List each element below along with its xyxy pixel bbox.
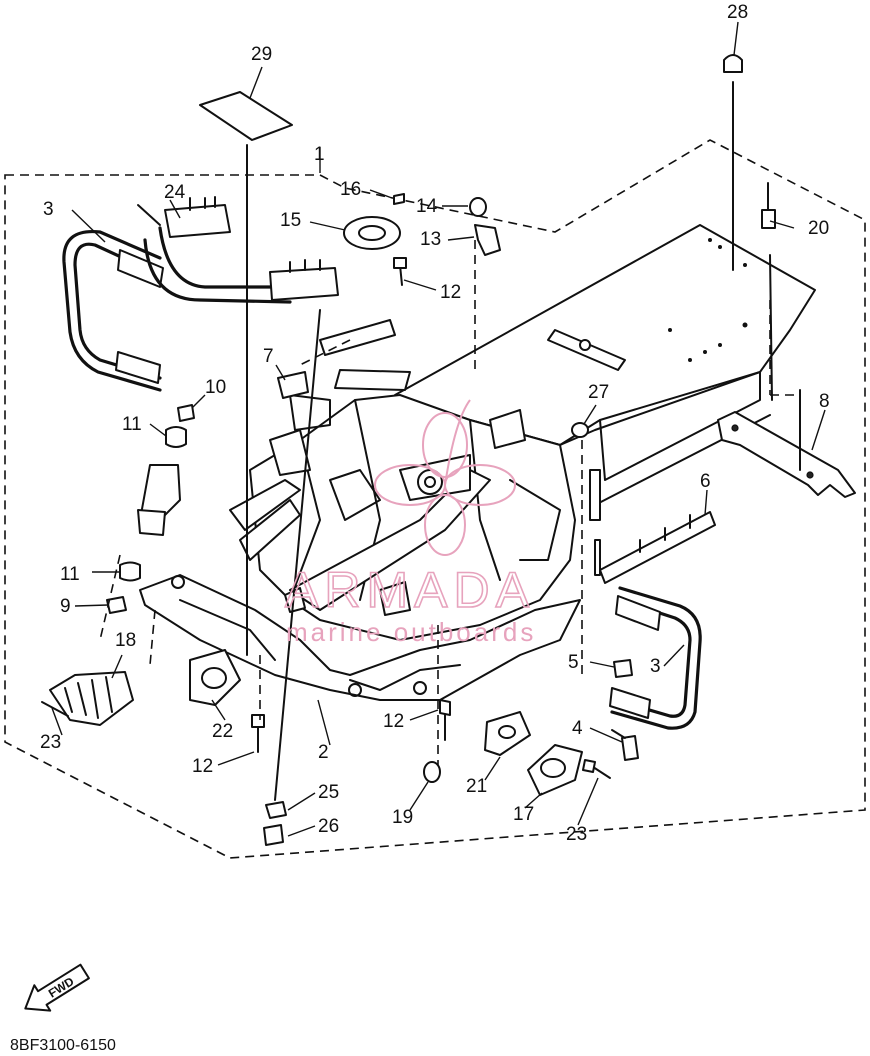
pivot-bar — [137, 196, 339, 304]
callout-4: 4 — [572, 718, 583, 739]
callout-12-center: 12 — [383, 711, 404, 732]
alignment-lines — [99, 240, 800, 765]
callout-12-top: 12 — [440, 282, 461, 303]
callout-13: 13 — [420, 229, 441, 250]
callout-11-top: 11 — [122, 414, 142, 435]
bushing-11-top — [165, 426, 187, 448]
bracket-8 — [717, 411, 856, 498]
screw-23-left — [41, 701, 69, 717]
callout-labels: 29 28 1 16 14 13 15 24 3 20 12 7 10 11 2… — [40, 2, 830, 845]
bushing-10 — [177, 404, 195, 422]
fwd-arrow: FWD — [24, 963, 90, 1012]
plate-21 — [484, 711, 531, 756]
bracket-6 — [599, 511, 716, 584]
callout-11-bottom: 11 — [60, 564, 80, 585]
assembly-boundary — [4, 139, 866, 859]
disc-15 — [343, 216, 401, 250]
callout-20: 20 — [808, 218, 829, 239]
clamp-post-left — [137, 464, 181, 536]
callout-14: 14 — [416, 196, 438, 217]
bushing-27 — [571, 422, 589, 438]
callout-23-right: 23 — [566, 824, 587, 845]
handle-left — [62, 229, 164, 392]
callout-5: 5 — [568, 652, 579, 673]
watermark-swirl-icon — [374, 399, 516, 556]
callout-19: 19 — [392, 807, 413, 828]
callout-9: 9 — [60, 596, 71, 617]
callout-6: 6 — [700, 471, 711, 492]
washer-19 — [423, 761, 441, 783]
callout-27: 27 — [588, 382, 609, 403]
callout-1: 1 — [314, 144, 325, 165]
callout-2: 2 — [318, 742, 329, 763]
callout-16: 16 — [340, 179, 361, 200]
cover-17 — [527, 744, 583, 796]
bolt-4 — [611, 729, 639, 761]
callout-8: 8 — [819, 391, 830, 412]
callout-29: 29 — [251, 44, 272, 65]
bolt-12-center — [439, 699, 451, 741]
cap-14 — [469, 197, 487, 217]
callout-7: 7 — [263, 346, 274, 367]
nut-5 — [613, 659, 633, 678]
nut-16 — [393, 193, 405, 205]
leader-lines — [51, 21, 826, 837]
watermark: ARMADA marine outboards — [284, 399, 536, 647]
bracket-7 — [277, 371, 309, 399]
bushing-11-bottom — [119, 561, 141, 582]
callout-15: 15 — [280, 210, 301, 231]
callout-25: 25 — [318, 782, 339, 803]
bushing-9 — [106, 596, 127, 614]
nut-25 — [265, 801, 287, 819]
plate-22 — [189, 649, 241, 706]
part-code: 8BF3100-6150 — [10, 1037, 116, 1054]
callout-22: 22 — [212, 721, 233, 742]
watermark-brand: ARMADA — [285, 562, 535, 618]
nut-26 — [263, 824, 284, 846]
callout-12-left: 12 — [192, 756, 213, 777]
callout-3-left: 3 — [43, 199, 54, 220]
plate-29 — [199, 91, 293, 141]
callout-17: 17 — [513, 804, 534, 825]
callout-3-right: 3 — [650, 656, 661, 677]
fwd-arrow-icon — [24, 963, 90, 1012]
callout-23-left: 23 — [40, 732, 61, 753]
callout-26: 26 — [318, 816, 339, 837]
watermark-tagline: marine outboards — [286, 617, 536, 647]
bolt-12-left — [251, 714, 265, 753]
bolt-12-top — [393, 257, 407, 286]
callout-10: 10 — [205, 377, 226, 398]
bracket-frame — [139, 224, 816, 701]
bolt-20 — [761, 182, 776, 229]
callout-28: 28 — [727, 2, 748, 23]
screw-23-right — [582, 759, 611, 779]
cap-28 — [723, 54, 743, 73]
handle-right — [609, 586, 702, 730]
callout-18: 18 — [115, 630, 136, 651]
callout-21: 21 — [466, 776, 487, 797]
bracket-13 — [474, 224, 501, 256]
callout-24: 24 — [164, 182, 186, 203]
boot-18 — [49, 671, 134, 726]
